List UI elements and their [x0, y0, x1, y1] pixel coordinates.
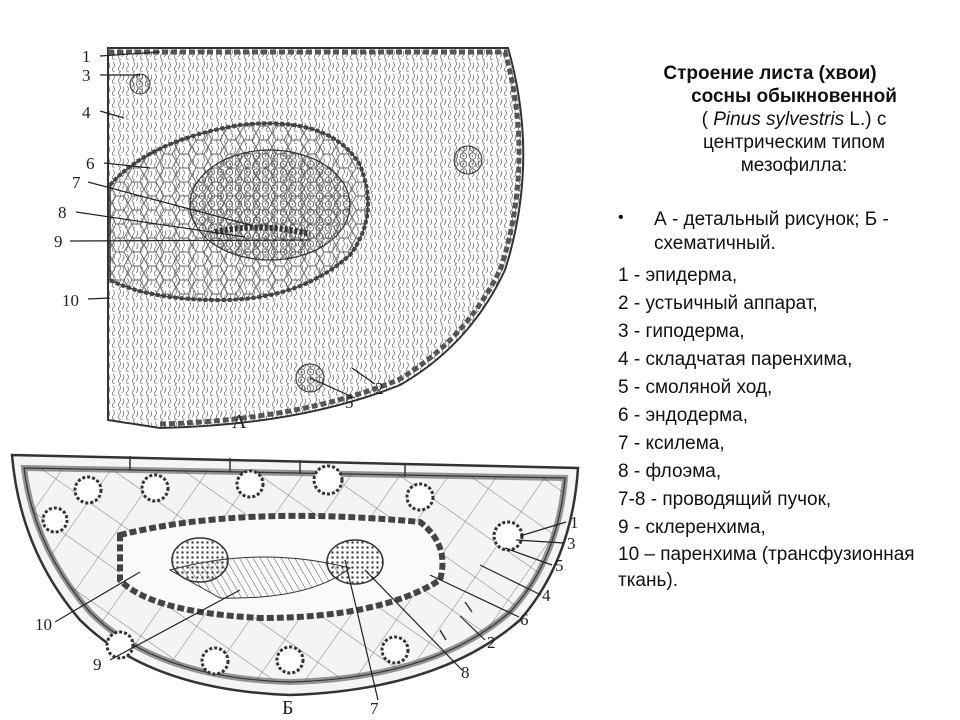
label-b-7: 7: [370, 699, 379, 718]
label-a-1: 1: [82, 47, 91, 66]
title-line-1: Строение листа (хвои): [663, 63, 877, 84]
title-line-4: центрическим типом: [702, 132, 886, 153]
legend-item-6: 6 - эндодерма,: [618, 405, 749, 426]
label-b-9: 9: [93, 655, 102, 674]
legend-item-8: 8 - флоэма,: [618, 461, 722, 482]
resin-duct-b-2: [140, 473, 170, 503]
legend-item-7: 7 - ксилема,: [618, 433, 725, 454]
legend-item-3: 3 - гиподерма,: [618, 321, 745, 342]
resin-duct-b-6: [41, 506, 69, 534]
legend-item-1: 1 - эпидерма,: [618, 265, 738, 286]
figure-b-schematic-drawing: 1 3 5 4 6 2 8 7 9 10 Б: [10, 453, 580, 719]
resin-duct-a-2: [453, 145, 483, 175]
title-line-2: сосны обыкновенной: [691, 86, 897, 107]
resin-duct-b-7: [492, 520, 524, 552]
label-a-6: 6: [86, 154, 95, 173]
resin-duct-b-3: [235, 469, 265, 499]
legend-bullet-text: А - детальный рисунок; Б - схематичный.: [654, 209, 889, 254]
resin-duct-b-5: [405, 482, 435, 512]
label-b-8: 8: [461, 663, 470, 682]
legend-bullet-row: • А - детальный рисунок; Б - схематичный…: [618, 208, 948, 256]
legend-item-7-8: 7-8 - проводящий пучок,: [618, 489, 832, 510]
label-b-2: 2: [487, 633, 496, 652]
label-b-1: 1: [570, 513, 579, 532]
species-name: Pinus sylvestris: [713, 109, 845, 130]
legend-item-9: 9 - склеренхима,: [618, 517, 766, 538]
epidermis-a: [108, 49, 522, 427]
legend-item-2: 2 - устьичный аппарат,: [618, 293, 818, 314]
label-b-4: 4: [542, 586, 551, 605]
label-a-7: 7: [72, 173, 81, 192]
title-line-3: ( Pinus sylvestris L.) с: [701, 109, 887, 130]
label-a-3: 3: [82, 66, 91, 85]
label-b-6: 6: [520, 610, 529, 629]
figure-a-detailed-drawing: 1 3 4 6 7 8 9 10 5 2 А: [54, 47, 525, 433]
label-a-2: 2: [375, 379, 384, 398]
figure-a-letter: А: [232, 411, 247, 433]
legend-item-4: 4 - складчатая паренхима,: [618, 349, 853, 370]
slide-title: Строение листа (хвои) сосны обыкновенной…: [600, 62, 940, 177]
label-b-5: 5: [555, 556, 564, 575]
bullet-dot-icon: •: [618, 209, 624, 226]
label-a-5: 5: [345, 393, 354, 412]
sclerenchyma-a: [214, 224, 311, 237]
legend: • А - детальный рисунок; Б - схематичный…: [618, 208, 948, 594]
resin-duct-b-10: [275, 645, 305, 675]
label-b-10: 10: [35, 615, 52, 634]
resin-duct-a-3: [129, 73, 151, 95]
resin-duct-b-1: [73, 475, 103, 505]
label-b-3: 3: [567, 534, 576, 553]
legend-item-10: 10 – паренхима (трансфузионная ткань).: [618, 544, 915, 591]
resin-duct-b-11: [380, 635, 410, 665]
label-a-9: 9: [54, 232, 63, 251]
label-a-10: 10: [62, 291, 79, 310]
label-a-8: 8: [58, 203, 67, 222]
vascular-bundle-b-right: [326, 539, 384, 585]
vascular-bundle-b-left: [171, 537, 229, 583]
resin-duct-b-9: [200, 646, 230, 676]
title-line-5: мезофилла:: [740, 155, 848, 176]
legend-item-5: 5 - смоляной ход,: [618, 377, 773, 398]
resin-duct-b-4: [312, 464, 344, 496]
label-a-4: 4: [82, 103, 91, 122]
figure-b-letter: Б: [282, 697, 293, 719]
